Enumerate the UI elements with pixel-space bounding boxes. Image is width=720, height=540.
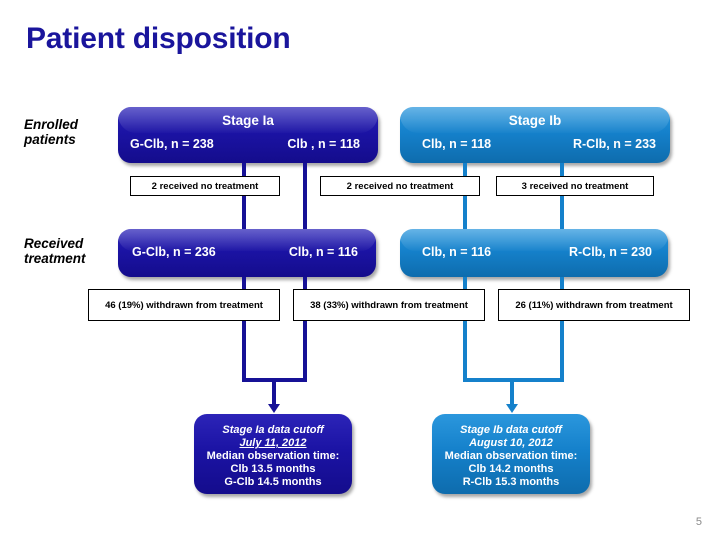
stage-ib-cutoff-box[interactable]: Stage Ib data cutoff August 10, 2012 Med…	[432, 414, 590, 494]
stage-ia-enrolled-arm-clb: Clb , n = 118	[287, 137, 360, 151]
connector-rclb-ib	[560, 163, 564, 229]
page-number: 5	[695, 516, 702, 528]
no-treatment-note-1: 2 received no treatment	[130, 176, 280, 196]
cutoff-ib-line5: R-Clb 15.3 months	[462, 476, 560, 488]
stage-ia-enrolled-arm-gclb: G-Clb, n = 238	[130, 137, 214, 151]
stage-ia-title: Stage Ia	[222, 113, 274, 128]
row-label-enrolled: Enrolled patients	[24, 117, 79, 147]
merge-left-ib	[463, 319, 467, 382]
merge-right-ia	[303, 319, 307, 382]
stage-ia-enrolled-box[interactable]: Stage Ia G-Clb, n = 238 Clb , n = 118	[118, 107, 378, 163]
stage-ib-title: Stage Ib	[508, 113, 562, 128]
cutoff-ib-line4: Clb 14.2 months	[468, 463, 554, 475]
stage-ia-cutoff-box[interactable]: Stage Ia data cutoff July 11, 2012 Media…	[194, 414, 352, 494]
stage-ib-received-arm-rclb: R-Clb, n = 230	[568, 245, 652, 259]
cutoff-ib-line1: Stage Ib data cutoff	[460, 424, 562, 436]
withdrawn-note-3: 26 (11%) withdrawn from treatment	[498, 289, 690, 321]
merge-right-ib	[560, 319, 564, 382]
stage-ia-received-arm-clb: Clb, n = 116	[288, 245, 358, 259]
cutoff-ia-line5: G-Clb 14.5 months	[224, 476, 322, 488]
merge-stem-ib	[510, 378, 514, 405]
withdrawn-note-2: 38 (33%) withdrawn from treatment	[293, 289, 485, 321]
stage-ib-received-box[interactable]: Clb, n = 116 R-Clb, n = 230	[400, 229, 668, 277]
cutoff-ia-date: July 11, 2012	[239, 437, 307, 449]
no-treatment-note-2: 2 received no treatment	[320, 176, 480, 196]
cutoff-ia-line3: Median observation time:	[206, 450, 340, 462]
stage-ib-enrolled-arm-rclb: R-Clb, n = 233	[572, 137, 656, 151]
connector-clb-ia	[303, 163, 307, 229]
stage-ib-enrolled-arm-clb: Clb, n = 118	[422, 137, 492, 151]
withdrawn-note-1: 46 (19%) withdrawn from treatment	[88, 289, 280, 321]
stage-ib-received-arm-clb: Clb, n = 116	[422, 245, 492, 259]
stage-ia-received-box[interactable]: G-Clb, n = 236 Clb, n = 116	[118, 229, 376, 277]
row-label-received: Received treatment	[24, 236, 86, 266]
cutoff-ia-line1: Stage Ia data cutoff	[222, 424, 324, 436]
stage-ia-received-arm-gclb: G-Clb, n = 236	[132, 245, 216, 259]
stage-ib-enrolled-box[interactable]: Stage Ib Clb, n = 118 R-Clb, n = 233	[400, 107, 670, 163]
merge-stem-ia	[272, 378, 276, 405]
cutoff-ib-date: August 10, 2012	[469, 437, 553, 449]
merge-left-ia	[242, 319, 246, 382]
arrow-down-ia	[268, 404, 280, 413]
page-title: Patient disposition	[26, 22, 291, 55]
arrow-down-ib	[506, 404, 518, 413]
connector-gclb-ia	[242, 163, 246, 229]
cutoff-ia-line4: Clb 13.5 months	[230, 463, 316, 475]
no-treatment-note-3: 3 received no treatment	[496, 176, 654, 196]
cutoff-ib-line3: Median observation time:	[444, 450, 578, 462]
connector-clb-ib	[463, 163, 467, 229]
